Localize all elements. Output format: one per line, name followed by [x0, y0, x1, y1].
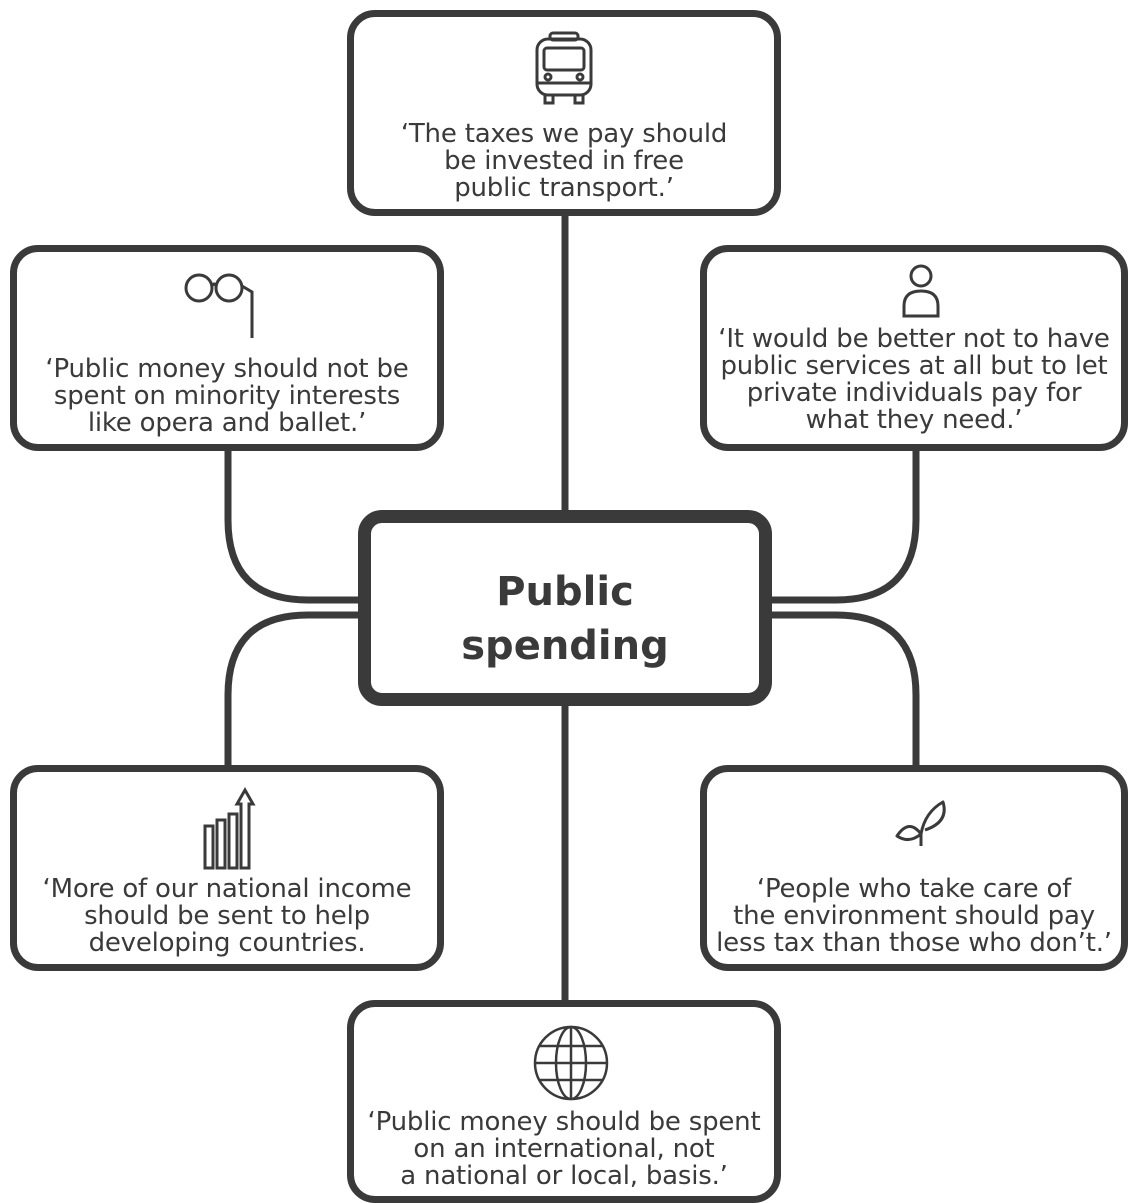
node-minority-interests: ‘Public money should not be spent on min…: [10, 245, 444, 451]
connector-lower-right: [766, 611, 920, 774]
node-environment: ‘People who take care of the environment…: [700, 765, 1128, 971]
globe-icon: [533, 1025, 609, 1101]
quote-public-transport: ‘The taxes we pay should be invested in …: [400, 119, 728, 203]
connector-lower-left: [224, 611, 369, 774]
node-developing-countries: ‘More of our national income should be s…: [10, 765, 444, 971]
quote-international-basis: ‘Public money should be spent on an inte…: [367, 1107, 761, 1191]
bus-icon: [535, 31, 593, 105]
central-topic-title: Public spending: [461, 569, 669, 669]
lorgnette-glasses-icon: [184, 273, 254, 338]
connector-upper-right: [766, 441, 920, 604]
central-topic: Public spending: [358, 510, 772, 706]
quote-minority-interests: ‘Public money should not be spent on min…: [45, 354, 409, 438]
quote-environment: ‘People who take care of the environment…: [716, 874, 1112, 958]
connector-upper-left: [224, 441, 369, 604]
rising-bar-chart-icon: [203, 786, 256, 870]
person-icon: [902, 264, 940, 318]
node-private-individuals: ‘It would be better not to have public s…: [700, 245, 1128, 451]
sprout-icon: [895, 800, 946, 846]
node-international-basis: ‘Public money should be spent on an inte…: [347, 1000, 781, 1203]
quote-private-individuals: ‘It would be better not to have public s…: [718, 324, 1110, 435]
quote-developing-countries: ‘More of our national income should be s…: [42, 874, 412, 958]
node-public-transport: ‘The taxes we pay should be invested in …: [347, 10, 781, 216]
